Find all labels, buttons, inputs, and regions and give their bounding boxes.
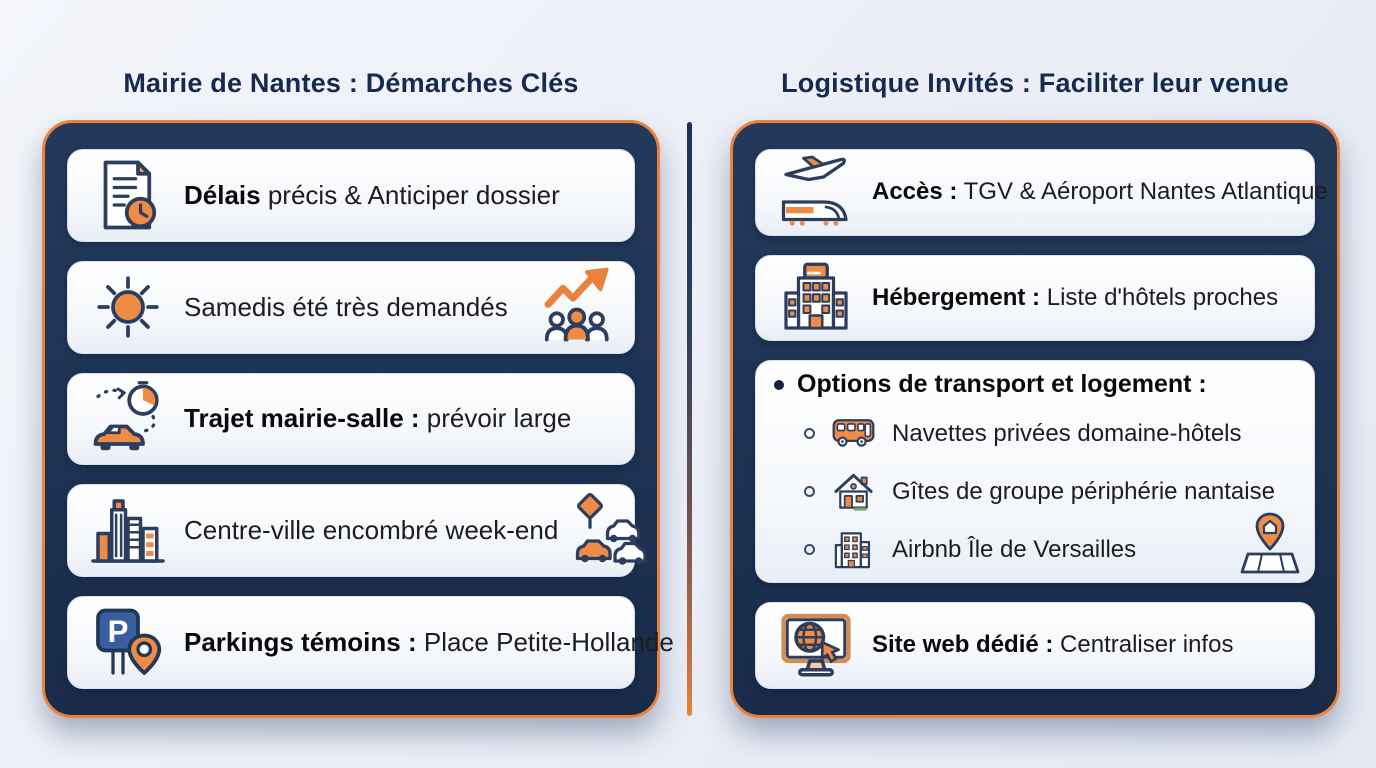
parking-pin-icon: P bbox=[96, 608, 162, 675]
traffic-jam-icon bbox=[576, 492, 647, 565]
row-text: Délais précis & Anticiper dossier bbox=[184, 179, 560, 210]
city-skyline-icon bbox=[91, 499, 165, 563]
row-text: Site web dédié : Centraliser infos bbox=[872, 631, 1234, 659]
left-row-centre-ville: Centre-ville encombré week-end bbox=[67, 484, 647, 578]
left-row-trajet: Trajet mairie-salle : prévoir large bbox=[67, 372, 635, 466]
right-panel: Accès : TGV & Aéroport Nantes Atlantique bbox=[730, 120, 1340, 718]
option-navettes: Navettes privées domaine-hôtels bbox=[774, 410, 1296, 457]
right-row-hebergement: Hébergement : Liste d'hôtels proches bbox=[755, 254, 1315, 342]
bullet-ring-icon bbox=[804, 486, 815, 498]
bus-icon bbox=[832, 419, 875, 448]
bullet-ring-icon bbox=[804, 544, 815, 556]
sun-icon bbox=[97, 276, 159, 338]
parking-letter: P bbox=[108, 613, 129, 648]
crowd-growth-icon bbox=[544, 267, 609, 342]
website-monitor-icon bbox=[781, 613, 851, 677]
left-row-parkings: P Parkings témoins : Place Petite-Hollan… bbox=[67, 596, 674, 689]
left-row-delais: Délais précis & Anticiper dossier bbox=[67, 149, 635, 242]
right-row-options: Options de transport et logement : Navet… bbox=[755, 360, 1315, 584]
right-row-acces: Accès : TGV & Aéroport Nantes Atlantique bbox=[755, 149, 1328, 236]
row-text: Parkings témoins : Place Petite-Hollande bbox=[184, 627, 674, 658]
plane-train-icon bbox=[781, 155, 848, 227]
row-text: Hébergement : Liste d'hôtels proches bbox=[872, 283, 1279, 311]
vertical-divider bbox=[687, 122, 692, 716]
house-icon bbox=[834, 474, 873, 511]
hotel-icon bbox=[784, 262, 848, 330]
right-row-site-web: Site web dédié : Centraliser infos bbox=[755, 602, 1315, 689]
row-text: Trajet mairie-salle : prévoir large bbox=[184, 403, 572, 434]
option-gites: Gîtes de groupe périphérie nantaise bbox=[774, 468, 1296, 515]
map-house-pin-icon bbox=[1240, 512, 1300, 574]
right-panel-title: Logistique Invités : Faciliter leur venu… bbox=[781, 68, 1289, 98]
document-clock-icon bbox=[103, 161, 157, 230]
row-text: Samedis été très demandés bbox=[184, 291, 508, 322]
row-text: Accès : TGV & Aéroport Nantes Atlantique bbox=[872, 177, 1328, 205]
options-header: Options de transport et logement : bbox=[774, 370, 1296, 399]
apartment-icon bbox=[834, 532, 871, 569]
left-panel-title: Mairie de Nantes : Démarches Clés bbox=[123, 68, 579, 98]
left-panel: Délais précis & Anticiper dossier Samedi… bbox=[42, 120, 674, 718]
left-row-samedis: Samedis été très demandés bbox=[67, 260, 635, 354]
row-text: Centre-ville encombré week-end bbox=[184, 515, 559, 546]
car-route-stopwatch-icon bbox=[93, 381, 159, 451]
bullet-ring-icon bbox=[804, 428, 815, 440]
option-airbnb: Airbnb Île de Versailles bbox=[774, 526, 1296, 573]
bullet-dot-icon bbox=[774, 379, 784, 390]
